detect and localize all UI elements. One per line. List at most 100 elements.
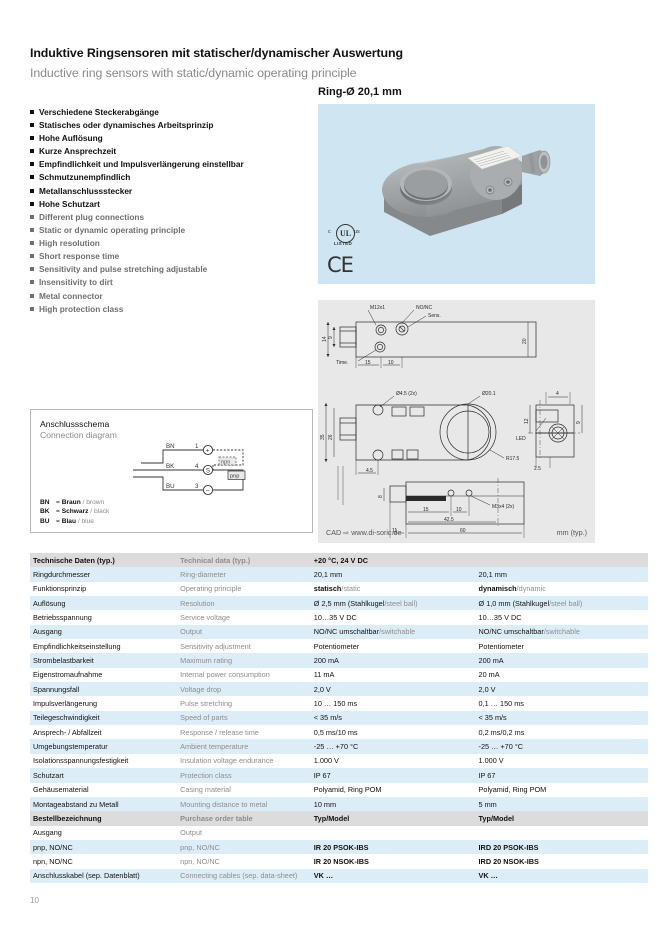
order-header-c3: Typ/Model <box>310 811 476 826</box>
technical-drawing-panel: 14 9 20 M12x1 NO/NC Sens. Time. <box>318 300 595 543</box>
table-cell-c2: Connecting cables (sep. data-sheet) <box>177 868 311 883</box>
bullet-icon <box>30 175 34 180</box>
ul-c-letter: c <box>328 229 331 235</box>
table-header-c1: Technische Daten (typ.) <box>30 553 178 568</box>
table-cell-c2: Internal power consumption <box>177 667 311 683</box>
table-cell-c1: Strombelastbarkeit <box>30 653 178 668</box>
svg-text:1: 1 <box>195 443 199 450</box>
svg-text:+: + <box>206 447 210 454</box>
table-cell-c4: 20 mA <box>475 667 648 683</box>
table-cell-c3: 20,1 mm <box>310 567 476 582</box>
svg-text:60: 60 <box>460 528 466 534</box>
bullet-icon <box>30 136 34 141</box>
feature-label: High protection class <box>39 303 124 314</box>
svg-text:LED: LED <box>516 436 526 442</box>
technical-data-table: Technische Daten (typ.)Technical data (t… <box>30 553 648 883</box>
svg-text:9: 9 <box>576 421 582 424</box>
cell-primary: NO/NC umschaltbar <box>313 627 380 637</box>
ce-mark-icon: CE <box>327 253 354 277</box>
legend-row: BK= Schwarz / black <box>40 507 109 516</box>
cell-secondary: /switchable <box>543 627 580 637</box>
feature-item: Insensitivity to dirt <box>30 276 207 289</box>
table-cell-c2: Ring-diameter <box>177 567 311 582</box>
svg-text:4: 4 <box>556 391 559 397</box>
page-number: 10 <box>30 896 39 905</box>
bullet-icon <box>30 201 34 206</box>
table-cell-c3: 200 mA <box>310 653 476 668</box>
bullet-icon <box>30 293 34 298</box>
connection-diagram-box: Anschlussschema Connection diagram BN 1 … <box>30 409 313 533</box>
bullet-icon <box>30 162 34 167</box>
table-cell-c2: Output <box>177 825 311 840</box>
table-cell-c1: Gehäusematerial <box>30 782 178 797</box>
table-cell-c1: Auflösung <box>30 596 178 611</box>
order-header-c1: Bestellbezeichnung <box>30 811 178 826</box>
table-cell-c4: 10…35 V DC <box>475 610 648 625</box>
feature-label: Empfindlichkeit und Impulsverlängerung e… <box>39 159 244 170</box>
svg-text:Sens.: Sens. <box>428 313 441 319</box>
table-cell-c3: 11 mA <box>310 667 476 683</box>
page-title-en: Inductive ring sensors with static/dynam… <box>30 66 357 80</box>
bullet-icon <box>30 215 34 219</box>
svg-text:R17.5: R17.5 <box>506 456 520 462</box>
feature-item: Metal connector <box>30 290 207 303</box>
table-cell-c1: Isolationsspannungsfestigkeit <box>30 753 178 769</box>
feature-label: High resolution <box>39 238 100 249</box>
wiring-schematic: BN 1 + BK 4 S BU 3 − npn <box>133 443 246 496</box>
svg-text:M12x1: M12x1 <box>370 305 385 311</box>
svg-text:Time.: Time. <box>336 360 348 366</box>
table-cell-c1: Funktionsprinzip <box>30 581 178 597</box>
legend-en: / blue <box>77 517 94 525</box>
table-header-c4 <box>475 553 648 568</box>
bullet-icon <box>30 241 34 246</box>
svg-text:12: 12 <box>524 418 530 424</box>
table-cell-c4: VK … <box>475 868 648 883</box>
table-cell-c1: Ringdurchmesser <box>30 567 178 582</box>
table-header-c2: Technical data (typ.) <box>177 553 311 568</box>
table-cell-c4 <box>475 825 648 840</box>
table-cell-c3: IP 67 <box>310 768 476 783</box>
cell-primary: NO/NC umschaltbar <box>478 627 544 637</box>
legend-en: / brown <box>82 499 105 506</box>
table-cell-c2: npn, NO/NC <box>177 854 311 869</box>
bullet-icon <box>30 149 34 154</box>
svg-text:14: 14 <box>322 336 328 342</box>
svg-text:3: 3 <box>195 483 199 490</box>
table-cell-c3: < 35 m/s <box>310 710 476 726</box>
feature-item: Schmutzunempfindlich <box>30 171 244 184</box>
feature-label: Static or dynamic operating principle <box>39 225 186 236</box>
table-cell-c1: Betriebsspannung <box>30 610 178 625</box>
table-cell-c3: 10…35 V DC <box>310 610 476 625</box>
svg-text:NO/NC: NO/NC <box>416 305 433 311</box>
table-cell-c4: NO/NC umschaltbar/switchable <box>475 624 648 640</box>
order-table-row: Anschlusskabel (sep. Datenblatt)Connecti… <box>30 868 648 883</box>
svg-text:9: 9 <box>328 336 334 339</box>
svg-text:26: 26 <box>328 434 334 440</box>
bullet-icon <box>30 123 34 128</box>
ul-listed-mark: c UL us LISTED <box>325 224 367 250</box>
feature-label: Schmutzunempfindlich <box>39 172 131 183</box>
order-header-c4: Typ/Model <box>475 811 648 826</box>
table-cell-c4: Potentiometer <box>475 639 648 654</box>
table-cell-c2: pnp, NO/NC <box>177 839 311 855</box>
table-cell-c3: NO/NC umschaltbar/switchable <box>310 624 476 640</box>
legend-row: BN= Braun / brown <box>40 498 109 507</box>
feature-item: High protection class <box>30 303 207 316</box>
feature-label: Different plug connections <box>39 212 145 222</box>
table-cell-c2: Output <box>177 624 311 640</box>
legend-de: Braun <box>61 499 81 506</box>
svg-text:42.5: 42.5 <box>444 517 454 523</box>
table-cell-c4: dynamisch/dynamic <box>475 581 648 597</box>
cell-primary: Ø 2,5 mm (Stahlkugel <box>313 598 385 608</box>
connection-title-de: Anschlussschema <box>40 419 110 429</box>
cell-secondary: /Model <box>326 813 350 823</box>
feature-item: High resolution <box>30 237 207 250</box>
table-cell-c1: Schutzart <box>30 768 178 783</box>
